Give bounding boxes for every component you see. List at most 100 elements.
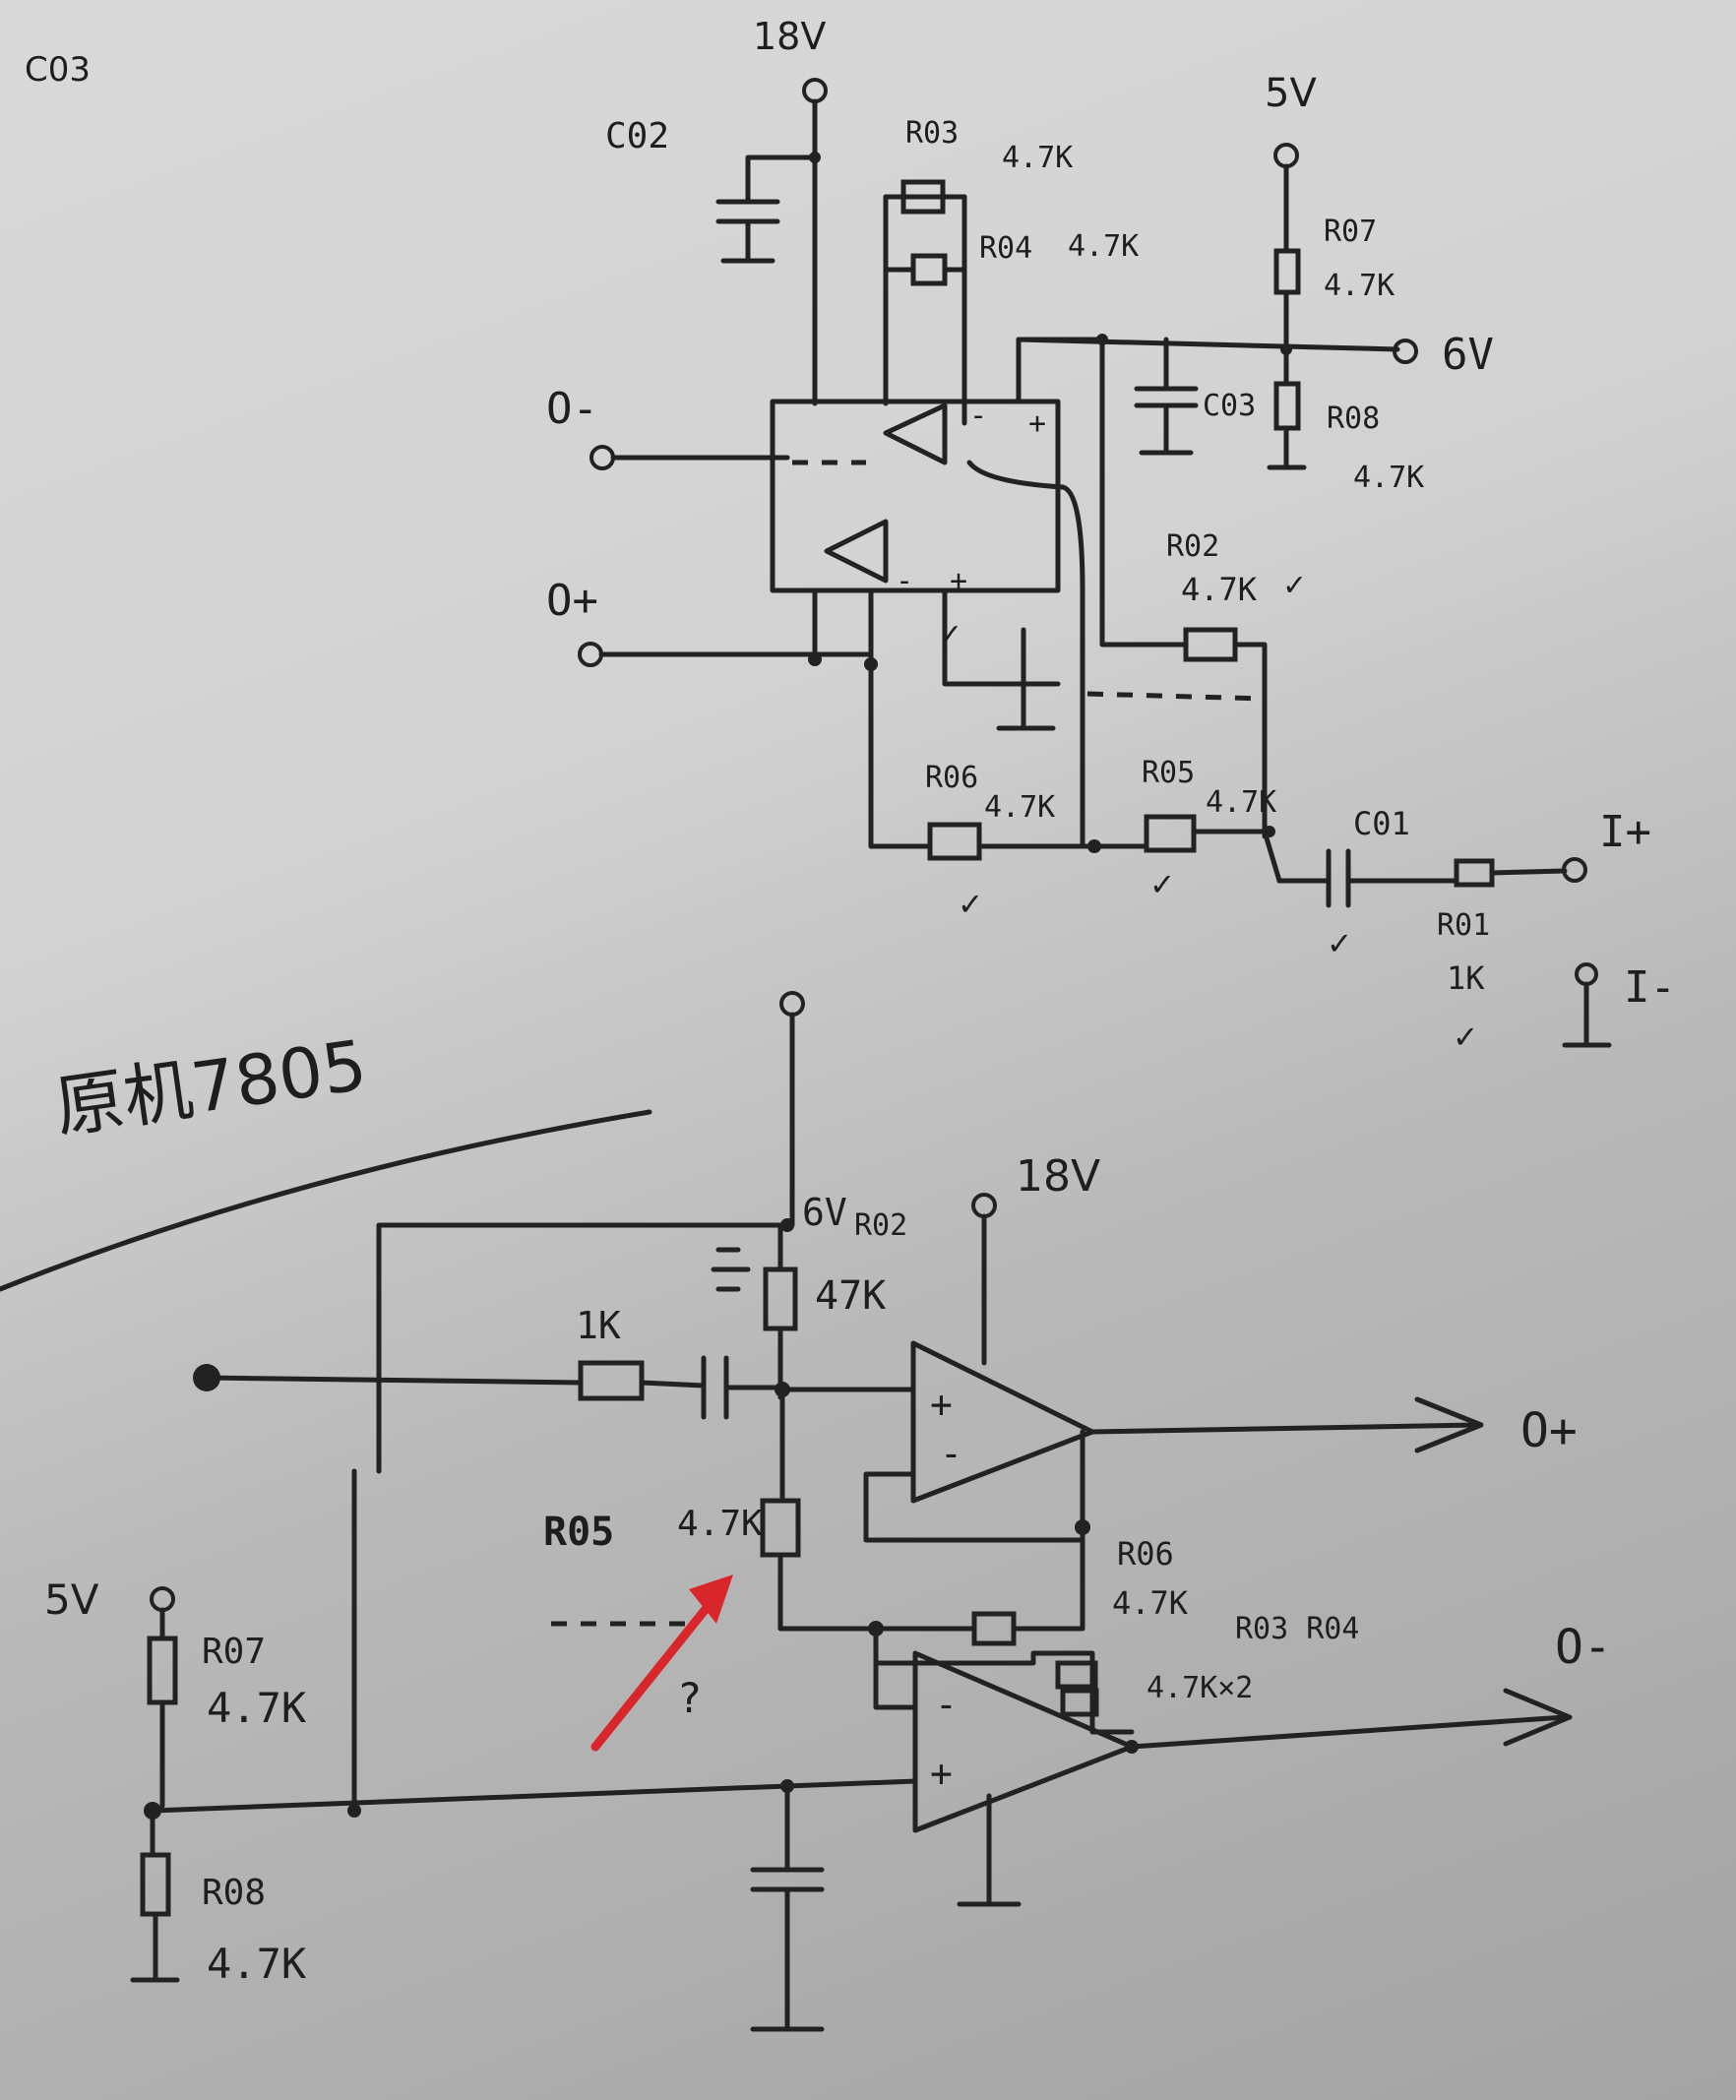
supply-18v-label: 18V [753,15,826,58]
red-pointer-arrow [590,1594,718,1752]
junction [1125,1740,1139,1754]
supply-18v-terminal [802,78,828,103]
r01-label: R01 [1437,908,1490,943]
opamp-2-ground [957,1793,1022,1907]
bottom-schematic: 原机7805 6V R02 47K 18V 1K + - O+ [0,991,1612,2032]
check-mark: ✓ [1151,864,1173,904]
r01-resistor [1454,858,1495,888]
opamp-a-triangle [883,402,948,465]
opamp-feedback-wire [966,460,1085,672]
bottom-r06-label: R06 [1117,1535,1174,1573]
c02-wire [745,154,818,205]
i-minus-terminal [1575,962,1598,986]
opamp-a-minus: - [969,399,987,433]
r05-right-wire [1191,829,1282,884]
c01-label: C01 [1353,805,1410,842]
opamp-ground-wires [942,587,1061,731]
r05-value: 4.7K [1206,785,1276,820]
r-1k-resistor [578,1360,645,1401]
bottom-o-minus-label: O- [1555,1620,1612,1675]
opamp-b-plus: + [950,564,967,598]
o-plus-arrow [1414,1396,1484,1453]
r07-value: 4.7K [1324,269,1395,303]
o-minus-arrow [1503,1688,1573,1747]
bottom-r03-r04-label: R03 R04 [1235,1612,1359,1646]
opamp-a-plus: + [1028,406,1046,441]
r02-value: 4.7K [1181,571,1258,608]
small-capacitor-symbol [711,1247,751,1292]
r01-right-wire [1489,868,1568,876]
check-mark: ✓ [940,614,960,653]
bottom-r02-label: R02 [854,1208,907,1243]
r02-right-wire [1232,642,1268,839]
r06-label: R06 [925,761,978,795]
bottom-r08-value: 4.7K [207,1940,307,1988]
title-divider [0,1109,652,1292]
r02-resistor [763,1266,798,1331]
bottom-5v-label: 5V [44,1575,99,1624]
top-o-minus-label: O- [546,384,598,434]
supply-18v-terminal [971,1193,997,1218]
r03-resistor [1055,1660,1098,1690]
bottom-o-plus-label: O+ [1520,1403,1578,1458]
o-minus-output-wire [1129,1714,1568,1750]
r06-value: 4.7K [984,790,1055,825]
r03-label: R03 [905,116,959,151]
opamp-b-minus: - [896,564,913,598]
c02-label: C02 [605,116,669,156]
r02-resistor [1183,627,1238,662]
i-plus-terminal [1562,857,1587,883]
junction [1087,839,1101,853]
c01-capacitor [1326,848,1351,908]
opamp-2-minus-wire [873,1626,918,1710]
opamp-b-triangle [824,519,889,584]
check-mark: ✓ [1284,565,1304,604]
top-o-plus-label: O+ [546,576,598,626]
opamp-2-triangle [912,1650,1135,1833]
r08-resistor [140,1852,171,1917]
six-volt-terminal [1393,339,1418,364]
red-arrow-head [689,1575,733,1624]
bottom-r02-value: 47K [815,1273,886,1319]
question-mark: ? [679,1674,701,1722]
i-plus-label: I+ [1599,807,1651,857]
bottom-title: 原机7805 [50,1024,371,1147]
opamp-b-wires [812,587,874,849]
c03-capacitor [1134,337,1199,456]
r08-resistor [1273,381,1301,431]
r07-resistor [147,1636,178,1705]
opamp-1-feedback [863,1429,1085,1543]
top-o-minus-terminal [589,445,615,470]
r-1k-label: 1K [576,1304,621,1347]
c03-label: C03 [1203,389,1256,423]
r04-resistor [1060,1688,1099,1717]
check-mark: ✓ [1329,923,1350,963]
corner-note: C03 [25,50,91,90]
bottom-r07-value: 4.7K [207,1684,307,1732]
bottom-r03-r04-value: 4.7K×2 [1147,1671,1253,1705]
r04-label: R04 [979,231,1032,266]
r04-value: 4.7K [1068,229,1139,264]
six-volt-terminal [779,991,805,1017]
i-minus-ground [1562,981,1612,1048]
six-volt-rail [1016,337,1400,352]
six-volt-label: 6V [1442,330,1494,380]
r05-bottom-wire [777,1552,879,1632]
r02-label: R02 [1166,529,1219,564]
reference-wire [150,1778,918,1814]
r08-wires [130,1808,180,1983]
top-schematic: C03 18V C02 R03 4.7K R04 4.7K - + - + O- [25,15,1676,1057]
opamp-1-triangle [910,1340,1095,1504]
c02-capacitor [715,199,780,264]
supply-5v-label: 5V [1265,71,1317,116]
junction [1280,343,1292,355]
r07-resistor [1273,248,1301,295]
opamp-1-minus: - [940,1432,962,1475]
r03-r04-wires [883,194,967,426]
check-mark: ✓ [960,884,981,924]
r08-wire [1267,425,1307,470]
junction [1264,826,1275,837]
r06-right-wire [1011,1524,1085,1632]
